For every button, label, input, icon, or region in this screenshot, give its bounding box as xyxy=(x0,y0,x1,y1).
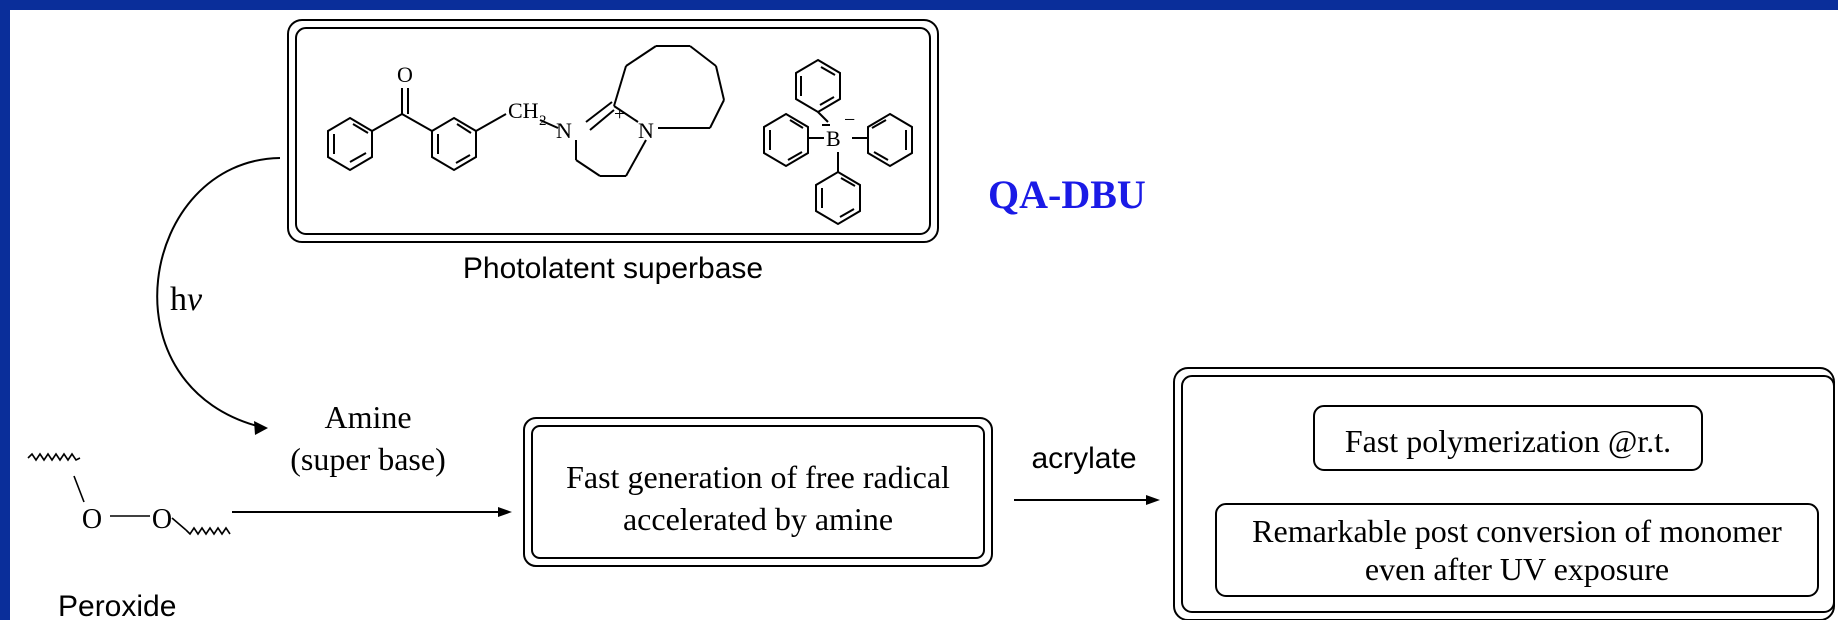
amine-label: Amine xyxy=(324,399,411,435)
photolatent-caption: Photolatent superbase xyxy=(463,252,763,285)
hv-label: hv xyxy=(170,281,203,318)
peroxide-caption: Peroxide xyxy=(58,590,176,620)
post-conversion-box xyxy=(1215,503,1819,597)
polymerization-text: Fast polymerization @r.t. xyxy=(1345,423,1671,459)
qa-dbu-label: QA-DBU xyxy=(988,172,1146,217)
radical-line-1: Fast generation of free radical xyxy=(566,459,950,495)
photolatent-box xyxy=(287,19,939,243)
post-conversion-line-2: even after UV exposure xyxy=(1365,551,1669,587)
iminium-nitrogen: N xyxy=(556,118,572,143)
outcome-box xyxy=(1173,367,1835,620)
carbonyl-oxygen: O xyxy=(397,62,413,87)
peroxide-arrowhead xyxy=(498,507,512,517)
acrylate-arrowhead xyxy=(1146,495,1160,505)
radical-box xyxy=(523,417,993,567)
cation-charge: + xyxy=(614,103,625,125)
peroxide-oxygen-1: O xyxy=(82,504,102,535)
hv-arrowhead xyxy=(254,421,268,435)
ch2-subscript: 2 xyxy=(539,113,547,129)
peroxide-oxygen-2: O xyxy=(152,504,172,535)
peroxide-structure xyxy=(27,452,231,536)
reaction-scheme: O CH 2 + N N B − QA-DBU Photolatent supe… xyxy=(27,19,1835,620)
post-conversion-line-1: Remarkable post conversion of monomer xyxy=(1252,513,1782,549)
anion-charge: − xyxy=(844,109,855,131)
radical-line-2: accelerated by amine xyxy=(623,501,893,537)
super-base-label: (super base) xyxy=(290,441,445,477)
boron-atom: B xyxy=(826,126,841,151)
acrylate-label: acrylate xyxy=(1031,442,1136,475)
amine-nitrogen: N xyxy=(638,118,654,143)
slide-frame: O CH 2 + N N B − QA-DBU Photolatent supe… xyxy=(10,10,1838,620)
qa-dbu-structure xyxy=(327,45,913,226)
ch2-label: CH xyxy=(508,98,539,123)
polymerization-box xyxy=(1313,405,1703,471)
hv-curved-arrow xyxy=(156,157,281,429)
